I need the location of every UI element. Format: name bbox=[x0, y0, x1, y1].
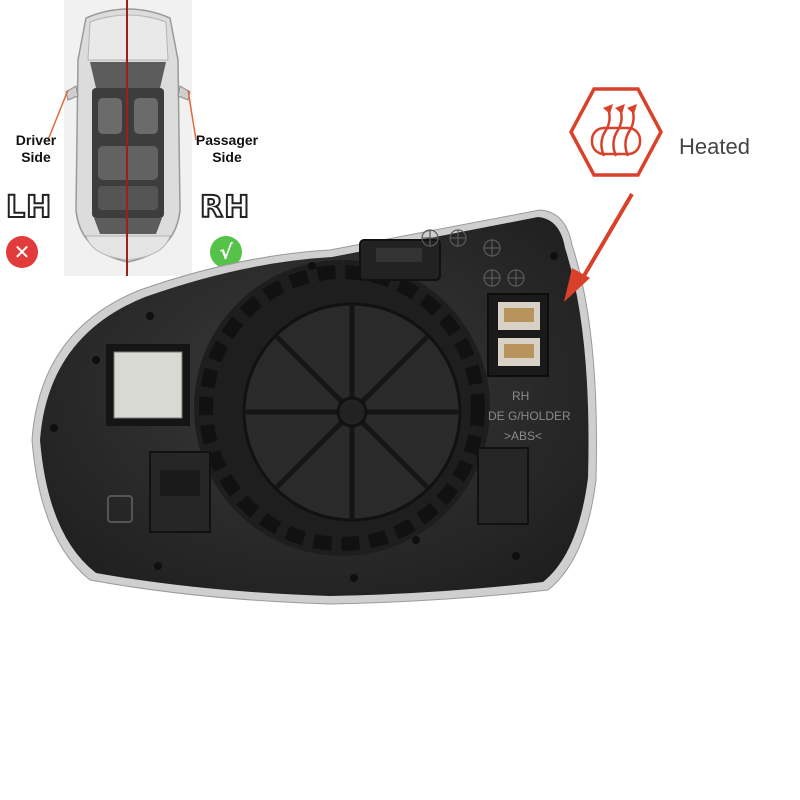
passenger-label-line1: Passager bbox=[195, 132, 259, 148]
lh-label: LH bbox=[5, 189, 53, 226]
passenger-label-line2: Side bbox=[212, 149, 242, 165]
mold-side-text: RH bbox=[512, 389, 529, 403]
heated-mirror-icon bbox=[569, 87, 663, 177]
mold-holder-text: DE G/HOLDER bbox=[488, 409, 571, 423]
arrow-head-icon bbox=[564, 268, 590, 302]
car-top-view bbox=[64, 0, 192, 276]
passenger-side-label: Passager Side bbox=[192, 132, 262, 166]
heated-label: Heated bbox=[679, 134, 750, 159]
mold-abs-text: >ABS< bbox=[504, 429, 542, 443]
mirror-pointer-lines bbox=[47, 89, 197, 141]
driver-label-line2: Side bbox=[21, 149, 51, 165]
rh-label: RH bbox=[199, 189, 251, 226]
driver-side-label: Driver Side bbox=[8, 132, 64, 166]
car-top-view-illustration bbox=[65, 0, 191, 276]
lh-not-fit-icon: ✕ bbox=[6, 236, 38, 268]
driver-label-line1: Driver bbox=[15, 132, 57, 148]
